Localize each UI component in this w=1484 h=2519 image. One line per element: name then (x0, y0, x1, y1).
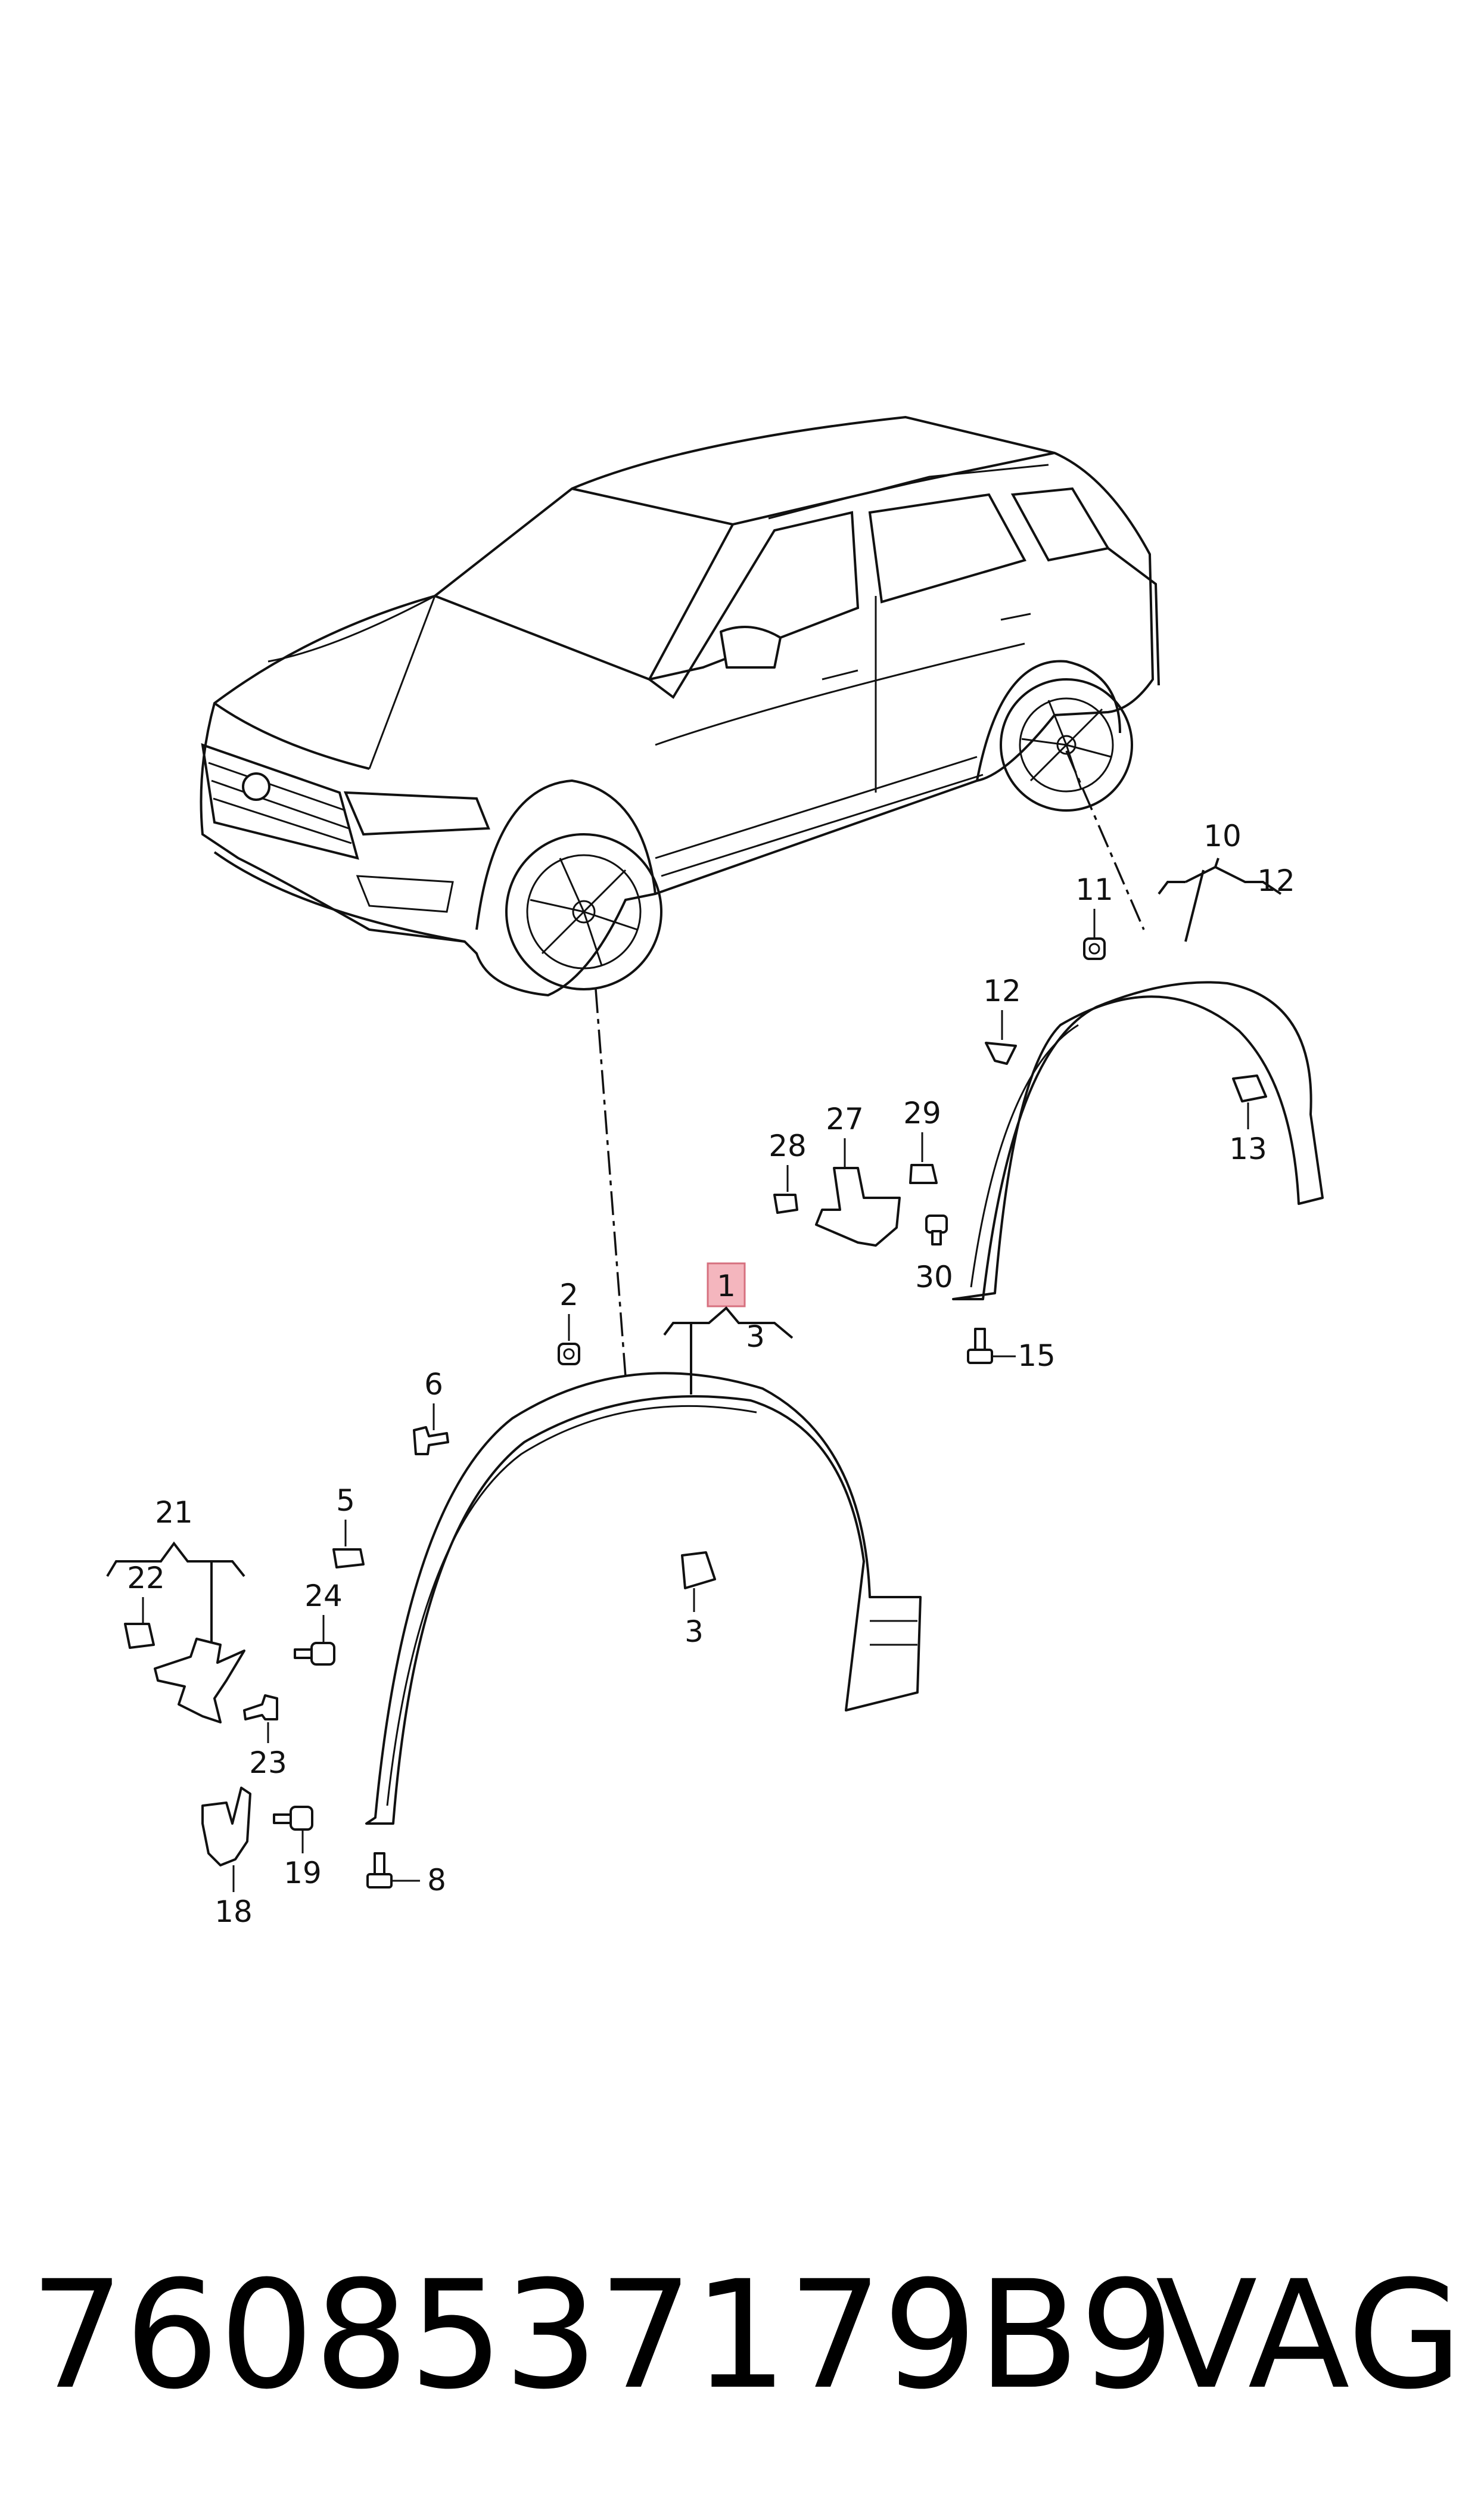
rivet-6 (413, 1426, 449, 1455)
callout-24: 24 (304, 1579, 343, 1613)
clip-22 (124, 1623, 155, 1649)
callout-5: 5 (336, 1483, 355, 1518)
callout-18: 18 (214, 1894, 253, 1929)
callout-29: 29 (903, 1096, 941, 1130)
nut-29 (909, 1164, 938, 1184)
callout-23: 23 (249, 1745, 287, 1780)
rivet-23 (243, 1694, 278, 1720)
bolt-30 (925, 1215, 948, 1245)
callout-10: 10 (1203, 819, 1242, 853)
callout-15: 15 (1018, 1338, 1056, 1373)
rear-wheel-arch-trim (952, 981, 1324, 1300)
bracket-27 (815, 1167, 901, 1247)
clip-12 (985, 1042, 1017, 1065)
callout-3-top: 3 (746, 1319, 765, 1354)
nut-11 (1083, 937, 1106, 960)
callout-13: 13 (1229, 1132, 1267, 1166)
callout-3: 3 (685, 1614, 704, 1649)
clip-3 (681, 1551, 716, 1589)
callout-8: 8 (427, 1863, 446, 1897)
clip-28 (773, 1194, 798, 1214)
callout-6: 6 (424, 1367, 443, 1402)
bolt-24 (294, 1642, 335, 1666)
front-wheel-arch-trim (365, 1372, 922, 1825)
part-number: 7608537179B9 (30, 2248, 1174, 2422)
nut-2 (558, 1343, 580, 1365)
callout-19: 19 (284, 1856, 322, 1890)
callout-11: 11 (1075, 872, 1113, 907)
screw-15 (967, 1328, 993, 1364)
callout-12: 12 (983, 974, 1021, 1008)
callout-21: 21 (155, 1495, 193, 1530)
clip-13 (1232, 1074, 1267, 1102)
clip-5 (332, 1548, 365, 1568)
callout-30: 30 (915, 1260, 953, 1294)
callout-2: 2 (559, 1278, 578, 1312)
vehicle-illustration (200, 415, 1160, 997)
front-arch-reference-line (595, 989, 627, 1377)
callout-1: 1 (717, 1269, 736, 1303)
callout-12-top: 12 (1257, 864, 1295, 898)
bolt-19 (273, 1806, 313, 1831)
callout-22: 22 (127, 1561, 165, 1595)
bracket-21 (154, 1638, 245, 1723)
bracket-18 (201, 1787, 251, 1866)
screw-8 (366, 1852, 393, 1889)
callout-28: 28 (769, 1129, 807, 1163)
callout-27: 27 (826, 1102, 864, 1136)
rear-arch-reference-line (1065, 750, 1145, 930)
brand-label: VAG (1156, 2248, 1463, 2422)
callout-1-highlight (707, 1262, 746, 1307)
